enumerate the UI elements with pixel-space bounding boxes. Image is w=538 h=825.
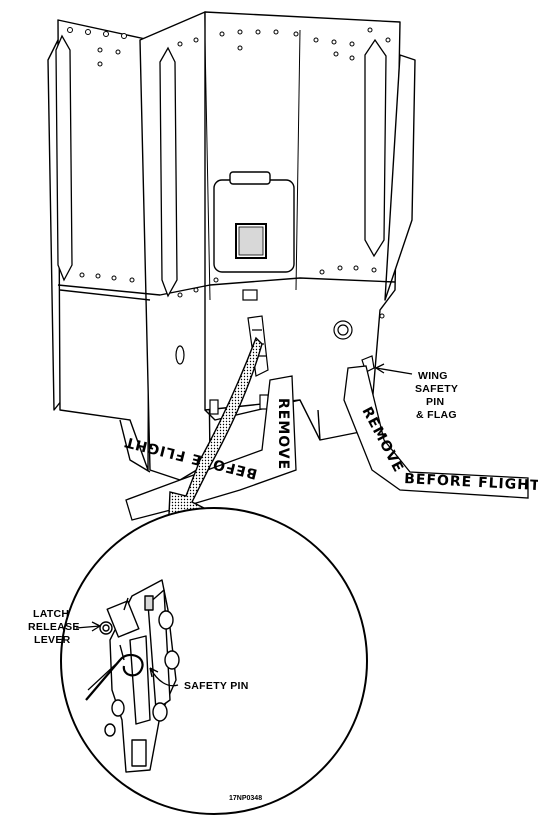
right-streamer (343, 365, 529, 499)
latch-label-line-1: LATCH (33, 608, 69, 620)
latch-label-line-3: LEVER (34, 634, 71, 646)
latch-release-lever-label: LATCH RELEASE LEVER (28, 608, 80, 646)
detail-circle (60, 507, 368, 815)
callout-leaders (75, 363, 413, 687)
access-panel (213, 171, 295, 273)
wing-label-line-4: & FLAG (416, 409, 457, 421)
safety-pin-label: SAFETY PIN (184, 680, 249, 692)
wing-label-line-2: SAFETY (415, 383, 458, 395)
wing-label-line-3: PIN (426, 396, 444, 408)
figure-id: 17NP0348 (229, 795, 262, 802)
latch-label-line-2: RELEASE (28, 621, 80, 633)
left-streamer-remove: REMOVE (275, 398, 291, 470)
wing-label-line-1: WING (418, 370, 448, 382)
left-streamer (125, 375, 297, 521)
fin-strakes (55, 34, 387, 298)
wing-safety-pin-flag-label: WING SAFETY PIN & FLAG (415, 370, 458, 421)
rivets (67, 27, 391, 319)
right-streamer-before-flight: BEFORE FLIGHT (404, 471, 538, 494)
